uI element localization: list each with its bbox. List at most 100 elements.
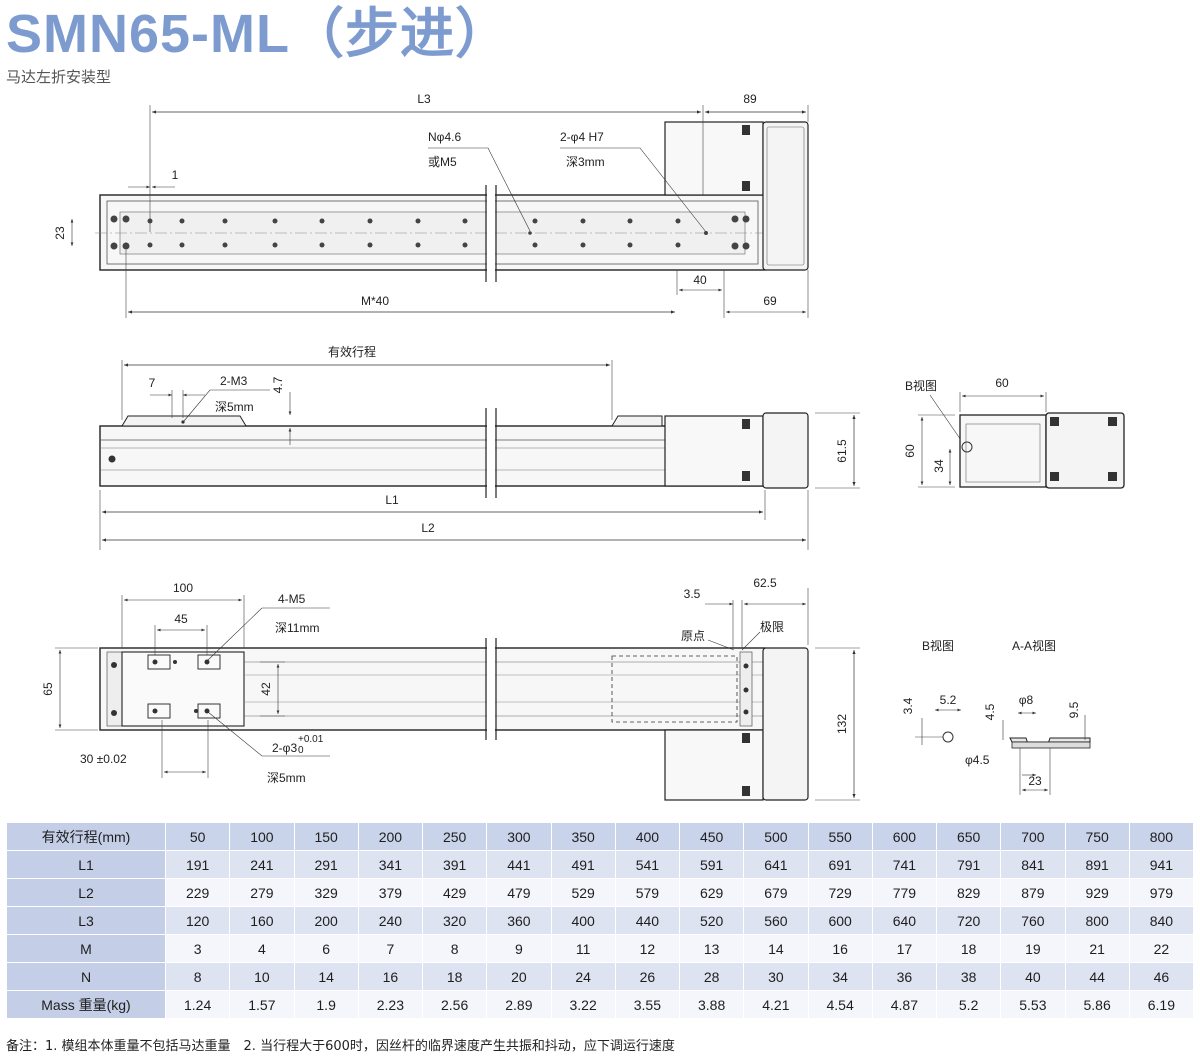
- table-header-cell: 700: [1000, 822, 1066, 851]
- table-row-label: L2: [6, 878, 166, 907]
- dim-100: 100: [173, 581, 193, 595]
- dim-stroke: 有效行程: [328, 344, 376, 359]
- table-cell: 14: [293, 962, 359, 991]
- table-header-cell: 500: [743, 822, 809, 851]
- table-header-cell: 150: [293, 822, 359, 851]
- table-cell: 679: [743, 878, 809, 907]
- origin-label: 原点: [681, 629, 705, 643]
- dim-30: 30 ±0.02: [80, 752, 127, 766]
- end-view-body: [959, 414, 1047, 488]
- dim-62-5: 62.5: [753, 576, 777, 590]
- table-cell: 16: [357, 962, 424, 991]
- table-cell: 729: [807, 878, 873, 907]
- dim-65: 65: [41, 682, 55, 696]
- table-cell: 779: [871, 878, 938, 907]
- table-cell: 400: [550, 906, 616, 935]
- table-cell: 3: [164, 934, 231, 963]
- table-cell: 160: [229, 906, 295, 935]
- mounting-holes: [110, 215, 750, 250]
- table-cell: 21: [1064, 934, 1130, 963]
- table-cell: 929: [1064, 878, 1130, 907]
- table-cell: 5.86: [1064, 990, 1130, 1019]
- table-cell: 19: [1000, 934, 1066, 963]
- table-row-label: L1: [6, 850, 166, 879]
- table-cell: 17: [871, 934, 938, 963]
- table-cell: 14: [743, 934, 809, 963]
- table-cell: 3.55: [614, 990, 681, 1019]
- table-cell: 279: [229, 878, 295, 907]
- table-cell: 240: [357, 906, 424, 935]
- table-cell: 341: [357, 850, 424, 879]
- page-subtitle: 马达左折安装型: [6, 68, 112, 86]
- detail-dim-9-5: 9.5: [1067, 701, 1081, 718]
- pin-note-depth: 深3mm: [566, 155, 605, 169]
- table-header-cell: 550: [807, 822, 873, 851]
- table-cell: 329: [293, 878, 359, 907]
- table-cell: 229: [164, 878, 231, 907]
- table-cell: 640: [871, 906, 938, 935]
- table-cell: 840: [1128, 906, 1195, 935]
- side-view: 有效行程 7 2-M3 深5mm 4.7 61.5 L1 L2: [99, 344, 860, 550]
- table-cell: 1.57: [229, 990, 295, 1019]
- table-cell: 641: [743, 850, 809, 879]
- table-cell: 9: [486, 934, 552, 963]
- table-header-cell: 450: [678, 822, 745, 851]
- detail-dim-23: 23: [1028, 774, 1042, 788]
- detail-b-label: B视图: [922, 638, 954, 653]
- table-header-cell: 800: [1128, 822, 1195, 851]
- end-view: B视图 60 60 34: [903, 376, 1125, 489]
- table-cell: 6: [293, 934, 359, 963]
- table-cell: 600: [807, 906, 873, 935]
- table-cell: 1.24: [164, 990, 231, 1019]
- table-cell: 379: [357, 878, 424, 907]
- table-header-cell: 100: [229, 822, 295, 851]
- dim-7: 7: [149, 376, 156, 390]
- table-cell: 591: [678, 850, 745, 879]
- table-cell: 320: [421, 906, 488, 935]
- detail-views: B视图 A-A视图 3.4 5.2 φ8 4.5 9.5 φ4.5 23: [901, 638, 1091, 795]
- m3-depth: 深5mm: [215, 400, 254, 414]
- table-header-cell: 400: [614, 822, 681, 851]
- table-cell: 4.21: [743, 990, 809, 1019]
- dim-42: 42: [259, 682, 273, 696]
- table-cell: 879: [1000, 878, 1066, 907]
- top-view-motor: [762, 121, 809, 271]
- dim-45: 45: [174, 612, 188, 626]
- bottom-view-slider: [121, 651, 245, 727]
- table-cell: 20: [486, 962, 552, 991]
- table-cell: 44: [1064, 962, 1130, 991]
- hole-note-m5: 或M5: [428, 155, 457, 169]
- table-cell: 8: [164, 962, 231, 991]
- hole-note-n: Nφ4.6: [428, 130, 461, 144]
- table-cell: 391: [421, 850, 488, 879]
- table-cell: 36: [871, 962, 938, 991]
- table-cell: 24: [550, 962, 616, 991]
- table-cell: 7: [357, 934, 424, 963]
- table-cell: 691: [807, 850, 873, 879]
- table-cell: 26: [614, 962, 681, 991]
- detail-dim-phi4-5: φ4.5: [965, 753, 990, 767]
- bottom-view-motor: [762, 647, 809, 801]
- table-cell: 479: [486, 878, 552, 907]
- page-title: SMN65-ML（步进）: [6, 4, 511, 64]
- table-header-cell: 250: [421, 822, 488, 851]
- table-header-label: 有效行程(mm): [6, 822, 166, 851]
- table-cell: 1.9: [293, 990, 359, 1019]
- dim-132: 132: [835, 714, 849, 734]
- phi3-note: 2-φ3: [272, 741, 297, 755]
- table-cell: 18: [421, 962, 488, 991]
- table-cell: 291: [293, 850, 359, 879]
- table-cell: 529: [550, 878, 616, 907]
- table-header-cell: 750: [1064, 822, 1130, 851]
- table-cell: 441: [486, 850, 552, 879]
- dim-61-5: 61.5: [835, 439, 849, 463]
- phi3-tolerance-lower: 0: [298, 745, 304, 756]
- table-cell: 5.53: [1000, 990, 1066, 1019]
